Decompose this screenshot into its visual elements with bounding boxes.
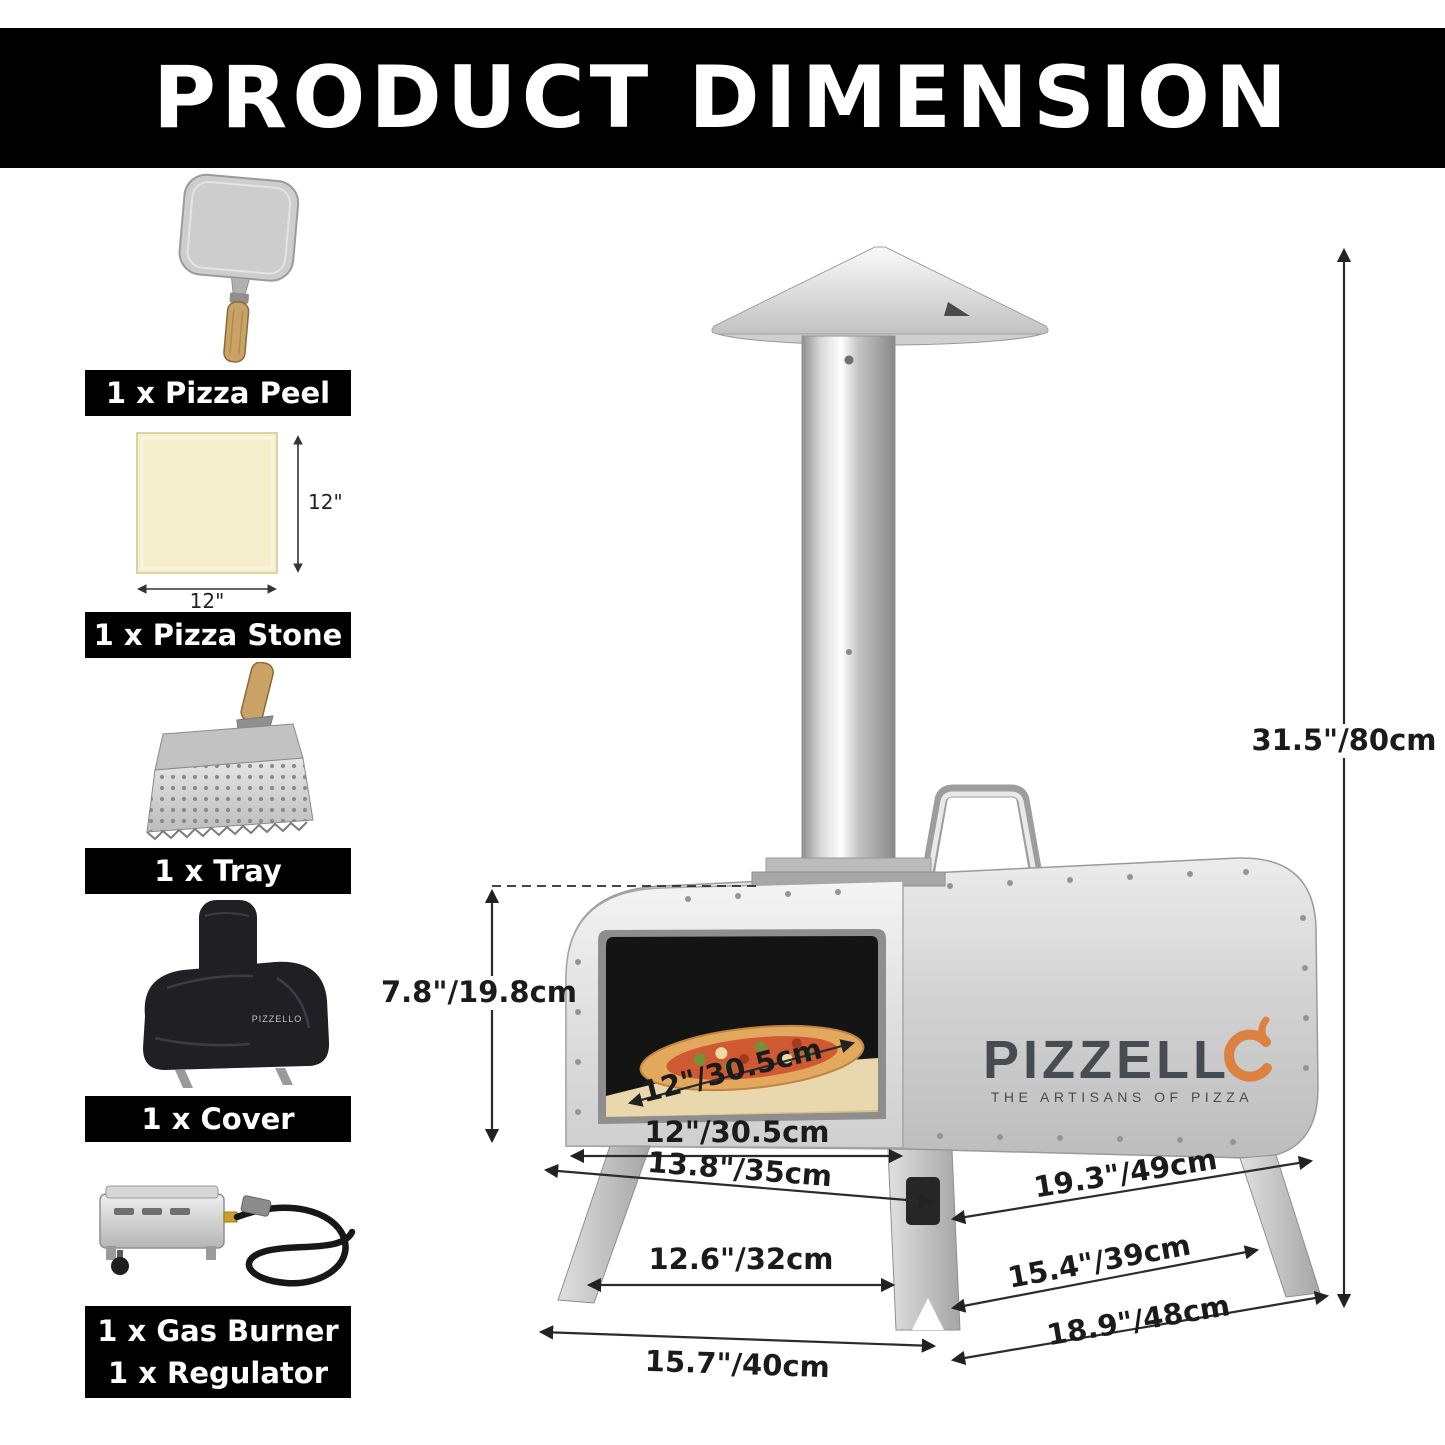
accessory-label-text: 1 x Regulator — [107, 1356, 329, 1390]
oven-cover: PIZZELLO — [143, 900, 330, 1088]
gas-burner — [99, 1185, 238, 1275]
front-width-arrow — [543, 1163, 934, 1209]
flame-icon — [1224, 1016, 1272, 1082]
pizza-stone — [136, 432, 278, 574]
chimney — [801, 335, 896, 865]
accessory-label-text: 1 x Gas Burner — [97, 1314, 339, 1348]
title-banner: PRODUCT DIMENSION — [0, 28, 1445, 168]
accessory-label-tray: 1 x Tray — [85, 848, 351, 894]
gas-burner-image — [99, 1185, 356, 1287]
side-depth-arrow — [950, 1155, 1314, 1225]
front-leg-span-label: 12.6"/32cm — [648, 1242, 833, 1276]
chimney-collar — [751, 857, 946, 887]
base-side-depth-label: 18.9"/48cm — [1044, 1288, 1232, 1352]
pizza-peel — [178, 173, 300, 363]
accessory-label-pizza-peel: 1 x Pizza Peel — [85, 370, 351, 416]
stone-height-label: 12" — [308, 490, 343, 514]
tray-image — [146, 662, 314, 841]
base-front-width-label: 15.7"/40cm — [644, 1344, 830, 1384]
stone-diagonal-arrow — [627, 1039, 856, 1107]
pizza-peel-image — [178, 173, 300, 363]
brand-tagline: THE ARTISANS OF PIZZA — [991, 1089, 1253, 1105]
pizza-stone-image: 12" 12" — [136, 432, 343, 610]
gas-hose-and-regulator — [233, 1195, 356, 1287]
brand-logo: PIZZELL THE ARTISANS OF PIZZA — [983, 1016, 1272, 1105]
oven-handle — [920, 784, 1044, 887]
accessory-label-pizza-stone: 1 x Pizza Stone — [85, 612, 351, 658]
rivets — [575, 869, 1309, 1145]
accessory-label-gas-burner: 1 x Gas Burner 1 x Regulator — [85, 1306, 351, 1398]
accessory-label-cover: 1 x Cover — [85, 1096, 351, 1142]
accessory-label-text: 1 x Cover — [141, 1102, 295, 1136]
total-height-label: 31.5"/80cm — [1251, 723, 1436, 757]
tray-serrated-edge — [146, 821, 308, 841]
accessory-label-text: 1 x Pizza Stone — [93, 618, 343, 652]
stone-width-label: 12" — [190, 589, 225, 610]
accessory-label-text: 1 x Pizza Peel — [105, 376, 331, 410]
side-leg-span-label: 15.4"/39cm — [1005, 1228, 1193, 1295]
cover-brand-print: PIZZELLO — [252, 1014, 303, 1024]
brand-wordmark: PIZZELL — [983, 1030, 1230, 1090]
cover-image: PIZZELLO — [143, 900, 330, 1088]
page-title: PRODUCT DIMENSION — [152, 48, 1292, 148]
base-side-depth-arrow — [950, 1291, 1330, 1365]
chimney-cap — [711, 246, 1049, 346]
front-width-label: 13.8"/35cm — [646, 1145, 833, 1193]
opening-width-label: 12"/30.5cm — [644, 1115, 829, 1149]
accessory-label-text: 1 x Tray — [154, 854, 282, 888]
opening-height-label: 7.8"/19.8cm — [381, 975, 577, 1009]
base-front-width-arrow — [538, 1325, 937, 1353]
